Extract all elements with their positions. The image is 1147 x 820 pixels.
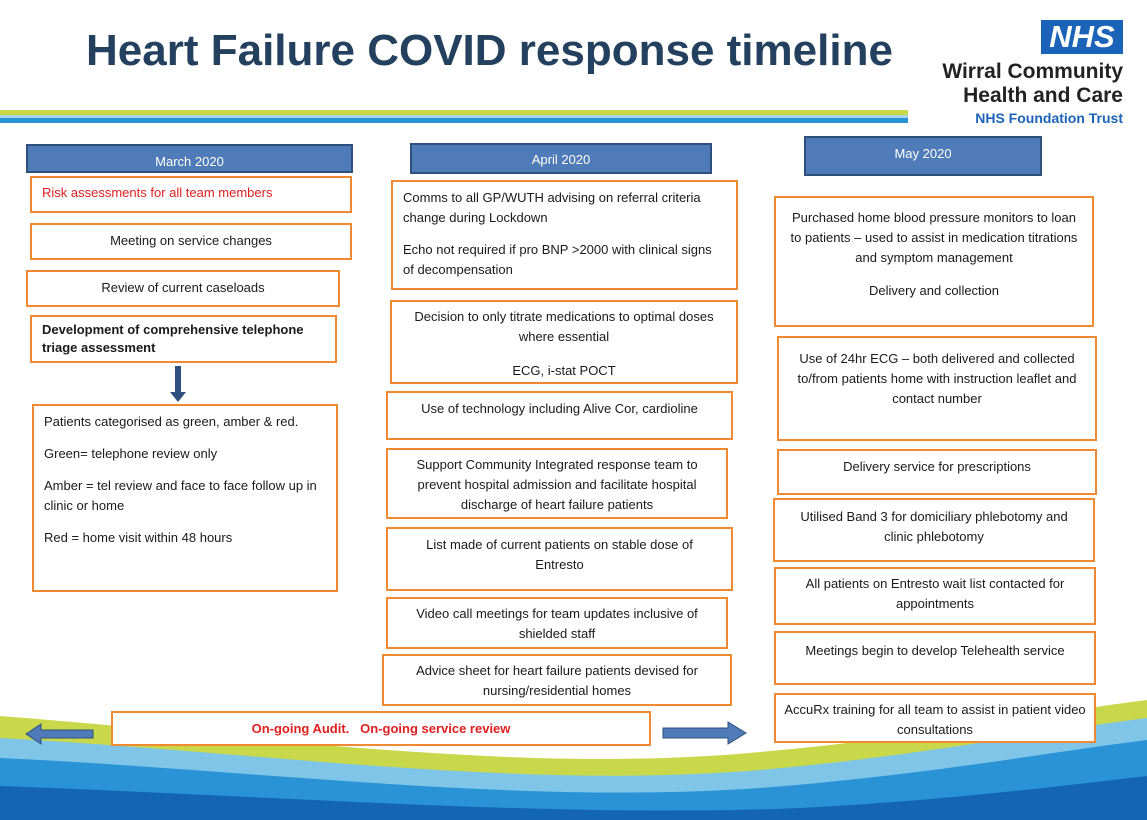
may-24hr-ecg: Use of 24hr ECG – both delivered and col… xyxy=(777,336,1097,441)
title-stripe-lightblue xyxy=(0,115,908,118)
april-box1-p1: Comms to all GP/WUTH advising on referra… xyxy=(403,190,701,225)
may-band3-phlebotomy: Utilised Band 3 for domiciliary phleboto… xyxy=(773,498,1095,562)
may-box5-text: All patients on Entresto wait list conta… xyxy=(805,576,1065,611)
trust-name-line1: Wirral Community xyxy=(942,60,1123,83)
trust-name-line3: NHS Foundation Trust xyxy=(975,110,1123,126)
april-community-response: Support Community Integrated response te… xyxy=(386,448,728,519)
trust-name-line2: Health and Care xyxy=(963,84,1123,107)
title-stripe-blue xyxy=(0,118,908,123)
may-box7-text: AccuRx training for all team to assist i… xyxy=(784,702,1086,737)
april-box5-text: List made of current patients on stable … xyxy=(426,537,693,572)
nhs-logo: NHS xyxy=(1041,20,1123,54)
may-box2-text: Use of 24hr ECG – both delivered and col… xyxy=(797,351,1077,406)
may-telehealth: Meetings begin to develop Telehealth ser… xyxy=(774,631,1096,685)
april-comms-gp: Comms to all GP/WUTH advising on referra… xyxy=(391,180,738,290)
may-accurx-training: AccuRx training for all team to assist i… xyxy=(774,693,1096,743)
header-march: March 2020 xyxy=(26,144,353,173)
march-box3-text: Review of current caseloads xyxy=(101,280,265,295)
march-box4-text: Development of comprehensive telephone t… xyxy=(42,322,304,355)
may-box1-p1: Purchased home blood pressure monitors t… xyxy=(790,210,1078,265)
may-blood-pressure-monitors: Purchased home blood pressure monitors t… xyxy=(774,196,1094,327)
may-entresto-contacted: All patients on Entresto wait list conta… xyxy=(774,567,1096,625)
april-box2-p2: ECG, i-stat POCT xyxy=(512,363,616,378)
april-box6-text: Video call meetings for team updates inc… xyxy=(416,606,698,641)
ongoing-audit-banner: On-going Audit. On-going service review xyxy=(111,711,651,746)
may-box4-text: Utilised Band 3 for domiciliary phleboto… xyxy=(800,509,1068,544)
march-telephone-triage: Development of comprehensive telephone t… xyxy=(30,315,337,363)
march-box5-p3: Amber = tel review and face to face foll… xyxy=(44,478,317,513)
header-april: April 2020 xyxy=(410,143,712,174)
april-entresto-list: List made of current patients on stable … xyxy=(386,527,733,591)
march-box5-p2: Green= telephone review only xyxy=(44,446,218,461)
may-box6-text: Meetings begin to develop Telehealth ser… xyxy=(805,643,1065,658)
march-box1-text: Risk assessments for all team members xyxy=(42,185,273,200)
page-title: Heart Failure COVID response timeline xyxy=(86,26,893,75)
april-box7-text: Advice sheet for heart failure patients … xyxy=(416,663,698,698)
april-technology: Use of technology including Alive Cor, c… xyxy=(386,391,733,440)
march-risk-assessments: Risk assessments for all team members xyxy=(30,176,352,213)
march-box2-text: Meeting on service changes xyxy=(110,233,272,248)
march-patient-categories: Patients categorised as green, amber & r… xyxy=(32,404,338,592)
march-review-caseloads: Review of current caseloads xyxy=(26,270,340,307)
march-box5-p1: Patients categorised as green, amber & r… xyxy=(44,414,299,429)
april-titrate-medications: Decision to only titrate medications to … xyxy=(390,300,738,384)
arrow-left-icon xyxy=(25,723,94,745)
header-may: May 2020 xyxy=(804,136,1042,176)
may-box3-text: Delivery service for prescriptions xyxy=(843,459,1031,474)
may-box1-p2: Delivery and collection xyxy=(868,283,1000,298)
april-box3-text: Use of technology including Alive Cor, c… xyxy=(421,401,698,416)
march-meeting-service-changes: Meeting on service changes xyxy=(30,223,352,260)
title-stripe-green xyxy=(0,110,908,115)
april-box2-p1: Decision to only titrate medications to … xyxy=(414,309,714,344)
april-advice-sheet: Advice sheet for heart failure patients … xyxy=(382,654,732,706)
april-video-meetings: Video call meetings for team updates inc… xyxy=(386,597,728,649)
arrow-right-icon xyxy=(662,721,747,745)
may-prescription-delivery: Delivery service for prescriptions xyxy=(777,449,1097,495)
march-box5-p4: Red = home visit within 48 hours xyxy=(44,530,233,545)
april-box4-text: Support Community Integrated response te… xyxy=(416,457,698,512)
banner-text: On-going Audit. On-going service review xyxy=(251,721,511,736)
april-box1-p2: Echo not required if pro BNP >2000 with … xyxy=(403,242,712,277)
arrow-down-icon xyxy=(170,366,186,402)
